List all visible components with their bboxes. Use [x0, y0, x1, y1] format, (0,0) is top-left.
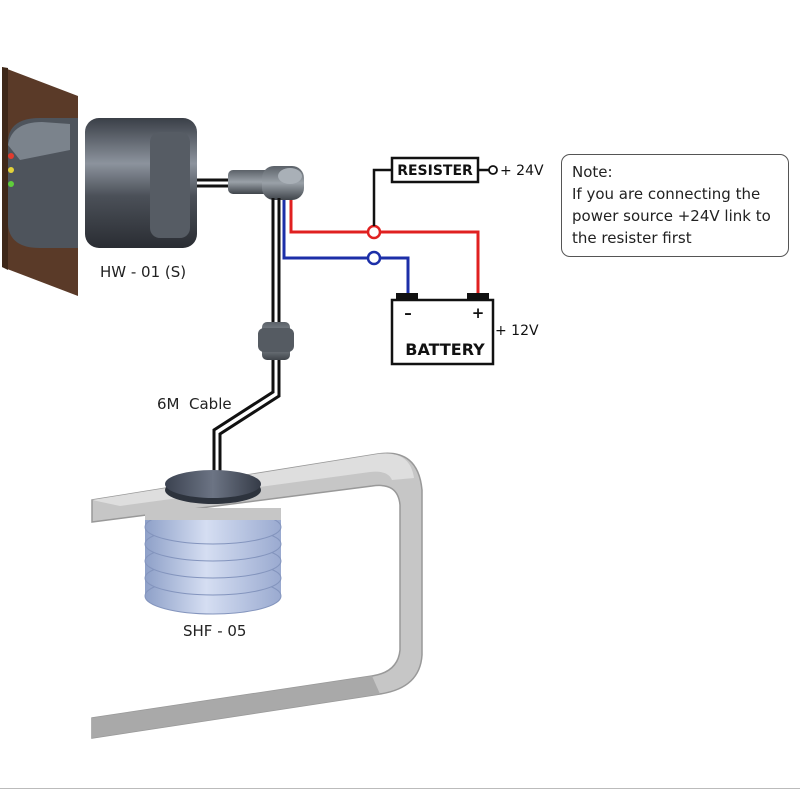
- positive-junction-icon: [366, 224, 382, 240]
- note-box: Note: If you are connecting the power so…: [561, 154, 789, 257]
- battery-label: BATTERY: [405, 340, 485, 359]
- negative-junction-icon: [366, 250, 382, 266]
- note-title: Note:: [572, 163, 613, 181]
- supply-terminal-icon: [488, 165, 498, 175]
- sensor-label: SHF - 05: [183, 622, 246, 640]
- cable-label: 6M Cable: [157, 395, 232, 413]
- sensor-coil: [144, 508, 282, 615]
- note-line-3: the resister first: [572, 229, 692, 247]
- battery-voltage-label: + 12V: [495, 323, 539, 339]
- supply-24v-label: + 24V: [500, 163, 544, 179]
- connector-plug: [228, 166, 304, 200]
- red-led-icon: [8, 153, 14, 159]
- negative-terminal-label: –: [404, 304, 412, 322]
- negative-wire: [282, 200, 410, 296]
- yellow-led-icon: [8, 167, 14, 173]
- battery: – + BATTERY + 12V: [390, 293, 539, 366]
- sensor-cap: [165, 470, 261, 504]
- note-line-2: power source +24V link to: [572, 207, 771, 225]
- controller-unit: [8, 118, 197, 248]
- controller-label: HW - 01 (S): [100, 263, 186, 281]
- positive-terminal-label: +: [472, 304, 485, 322]
- sensor-cable: [212, 198, 281, 480]
- bottom-divider: [0, 788, 800, 789]
- resister-link: RESISTER + 24V: [372, 156, 544, 226]
- positive-wire: [289, 200, 480, 296]
- ferrite-bead: [258, 322, 294, 360]
- note-line-1: If you are connecting the: [572, 185, 761, 203]
- resister-label: RESISTER: [397, 163, 473, 179]
- green-led-icon: [8, 181, 14, 187]
